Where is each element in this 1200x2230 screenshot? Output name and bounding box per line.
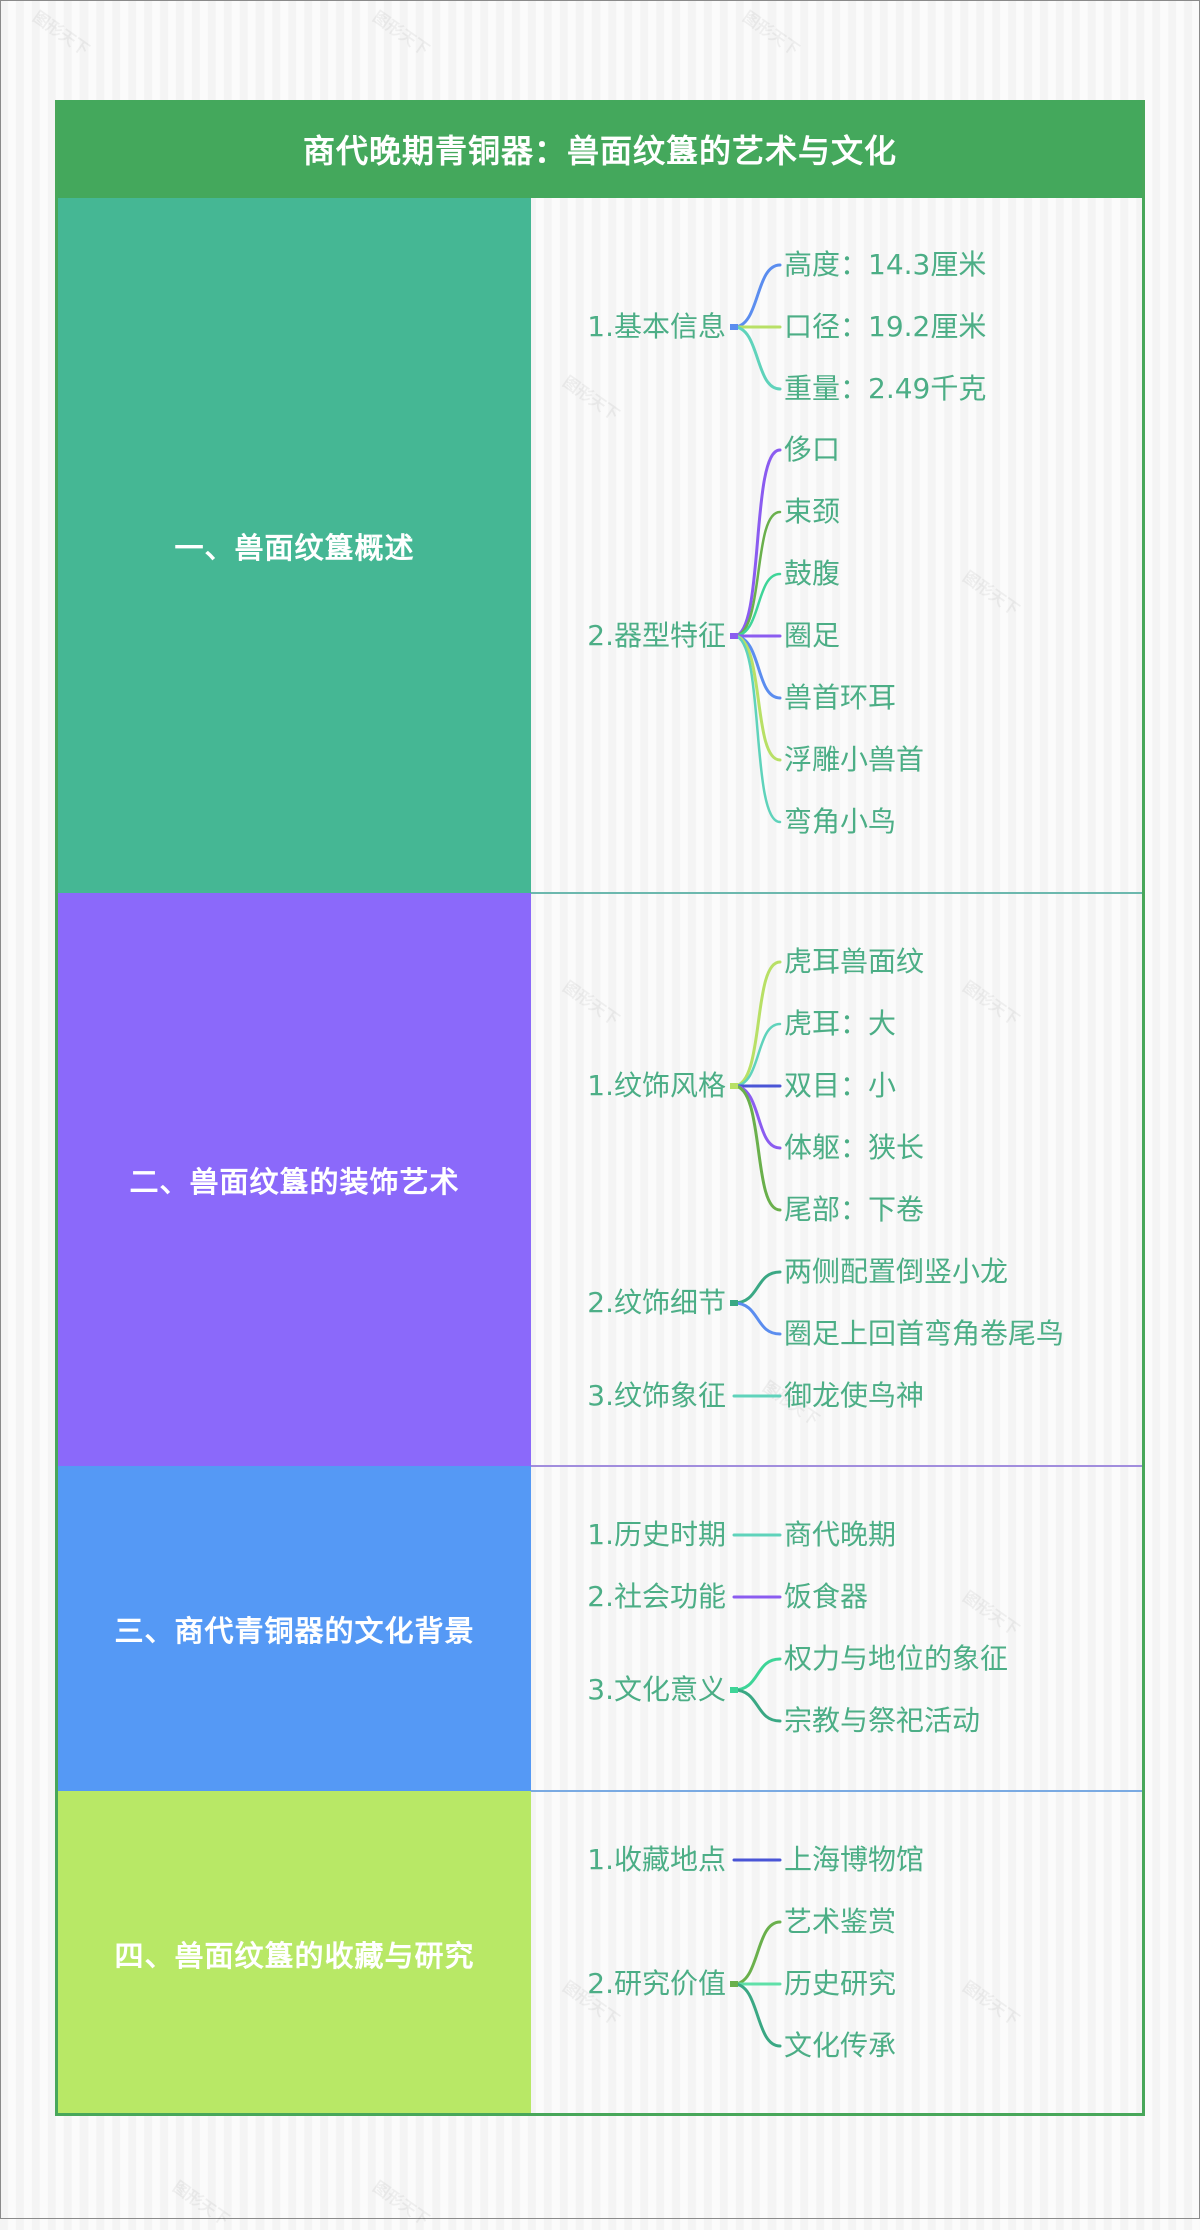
leaf-node: 圈足 [784,619,841,652]
section-4-cell: 四、兽面纹簋的收藏与研究 [58,1791,531,2116]
leaf-node: 体躯：狭长 [784,1131,925,1164]
section-divider [531,892,1142,894]
leaf-node: 虎耳兽面纹 [784,945,925,978]
leaf-node: 高度：14.3厘米 [784,248,987,281]
leaf-node: 上海博物馆 [784,1843,925,1876]
table-frame [55,100,1145,2116]
leaf-node: 尾部：下卷 [784,1193,925,1226]
section-1-title: 一、兽面纹簋概述 [174,530,415,565]
leaf-node: 双目：小 [784,1069,897,1102]
section-2-title: 二、兽面纹簋的装饰艺术 [129,1164,460,1199]
leaf-node: 弯角小鸟 [784,805,897,838]
section-4-title: 四、兽面纹簋的收藏与研究 [114,1938,475,1973]
group-node-decor-details: 2.纹饰细节 [587,1286,726,1319]
group-node-social-function: 2.社会功能 [587,1580,726,1613]
group-node-decor-symbol: 3.纹饰象征 [587,1379,726,1412]
group-node-shape-features: 2.器型特征 [587,619,726,652]
leaf-node: 权力与地位的象征 [784,1642,1009,1675]
section-divider [531,1790,1142,1792]
leaf-node: 文化传承 [784,2029,897,2062]
leaf-node: 虎耳：大 [784,1007,897,1040]
group-node-history-period: 1.历史时期 [587,1518,726,1551]
group-node-cultural-meaning: 3.文化意义 [587,1673,726,1706]
watermark: 图形天下 [369,2177,433,2230]
group-node-research-value: 2.研究价值 [587,1967,726,2000]
leaf-node: 圈足上回首弯角卷尾鸟 [784,1317,1065,1350]
section-3-cell: 三、商代青铜器的文化背景 [58,1466,531,1791]
watermark: 图形天下 [369,7,433,60]
section-1-cell: 一、兽面纹簋概述 [58,198,531,893]
watermark: 图形天下 [739,7,803,60]
leaf-node: 束颈 [784,495,841,528]
leaf-node: 艺术鉴赏 [784,1905,897,1938]
leaf-node: 饭食器 [784,1580,869,1613]
leaf-node: 重量：2.49千克 [784,372,987,405]
leaf-node: 浮雕小兽首 [784,743,925,776]
leaf-node: 两侧配置倒竖小龙 [784,1255,1009,1288]
leaf-node: 兽首环耳 [784,681,897,714]
group-node-decor-style: 1.纹饰风格 [587,1069,726,1102]
leaf-node: 宗教与祭祀活动 [784,1704,981,1737]
leaf-node: 商代晚期 [784,1518,897,1551]
leaf-node: 鼓腹 [784,557,841,590]
leaf-node: 历史研究 [784,1967,897,2000]
watermark: 图形天下 [29,7,93,60]
section-divider [531,1465,1142,1467]
watermark: 图形天下 [169,2177,233,2230]
leaf-node: 御龙使鸟神 [784,1379,925,1412]
section-2-cell: 二、兽面纹簋的装饰艺术 [58,893,531,1466]
leaf-node: 口径：19.2厘米 [784,310,987,343]
section-3-title: 三、商代青铜器的文化背景 [114,1613,475,1648]
page-title: 商代晚期青铜器：兽面纹簋的艺术与文化 [55,100,1145,198]
group-node-basic-info: 1.基本信息 [587,310,726,343]
group-node-collection-place: 1.收藏地点 [587,1843,726,1876]
leaf-node: 侈口 [784,433,841,466]
